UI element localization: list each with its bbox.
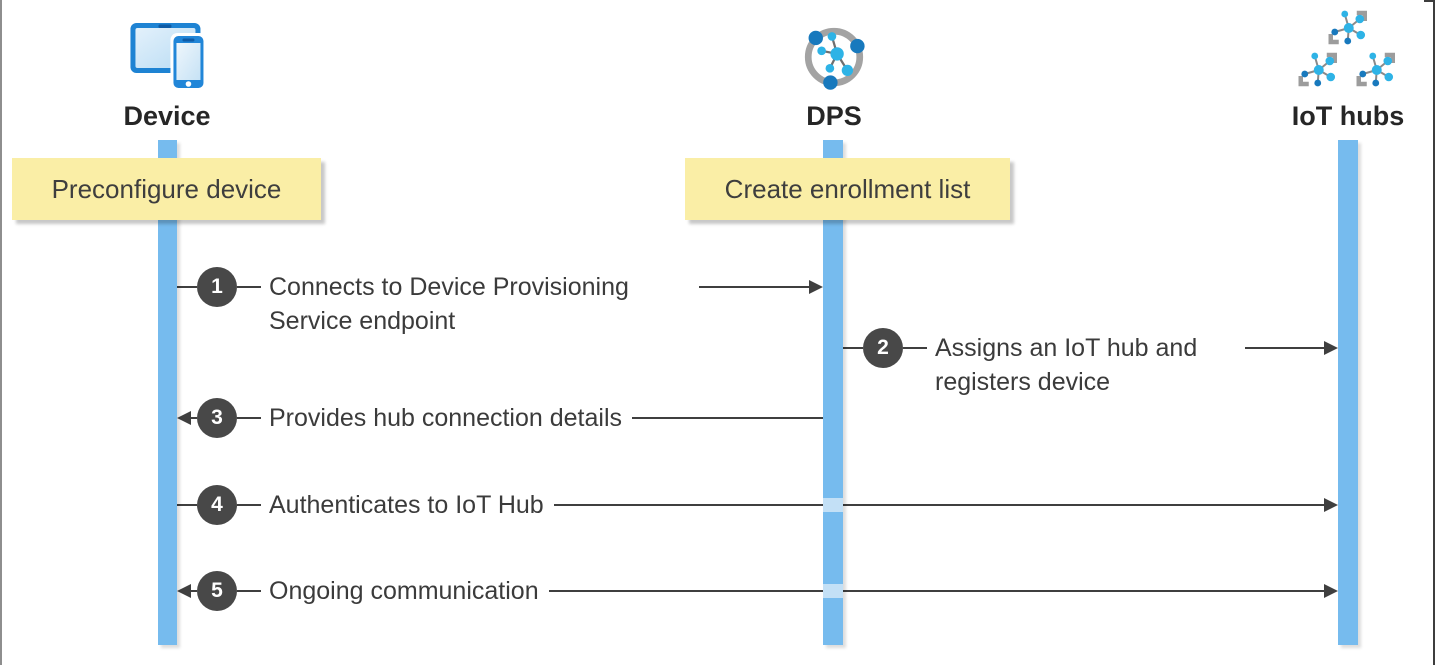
arrow-line	[553, 504, 1324, 506]
arrow-line	[177, 504, 197, 506]
frame-border-left	[0, 0, 2, 665]
note-create-enrollment-list: Create enrollment list	[685, 158, 1010, 220]
arrow-line	[548, 590, 1324, 592]
step-label: Provides hub connection details	[269, 404, 623, 432]
arrowhead-right-icon	[1324, 498, 1338, 512]
device-icon	[128, 15, 206, 96]
note-text: Create enrollment list	[724, 173, 971, 204]
arrow-line	[177, 286, 197, 288]
step-row-5: 5 Ongoing communication	[177, 571, 1338, 611]
lifeline-dps	[823, 140, 843, 645]
step-label: Assigns an IoT hub and registers device	[935, 334, 1198, 396]
step-badge: 3	[197, 398, 237, 438]
line-crossing	[823, 584, 843, 598]
step-row-1: 1 Connects to Device Provisioning Servic…	[177, 267, 823, 338]
step-badge: 4	[197, 485, 237, 525]
step-badge: 1	[197, 267, 237, 307]
step-row-4: 4 Authenticates to IoT Hub	[177, 485, 1338, 525]
arrow-line	[903, 347, 927, 349]
actor-header-iot-hubs: IoT hubs	[1292, 10, 1404, 132]
arrow-line	[843, 347, 863, 349]
step-badge: 5	[197, 571, 237, 611]
step-row-3: 3 Provides hub connection details	[177, 398, 823, 438]
actor-label-iot-hubs: IoT hubs	[1291, 101, 1405, 131]
actor-label-device: Device	[123, 101, 211, 131]
note-text: Preconfigure device	[51, 173, 282, 204]
step-label: Ongoing communication	[269, 577, 539, 605]
arrowhead-left-icon	[177, 411, 191, 425]
iot-hubs-icon	[1296, 9, 1400, 96]
lifeline-iot-hubs	[1338, 140, 1358, 645]
actor-header-device: Device	[123, 10, 211, 132]
arrowhead-right-icon	[1324, 584, 1338, 598]
dps-icon	[800, 23, 868, 96]
frame-border-top-right	[1424, 0, 1435, 2]
arrow-line	[632, 417, 823, 419]
arrow-line	[237, 417, 261, 419]
arrow-line	[191, 590, 197, 592]
arrowhead-right-icon	[1324, 341, 1338, 355]
step-badge: 2	[863, 328, 903, 368]
arrow-line	[191, 417, 197, 419]
actor-header-dps: DPS	[800, 10, 868, 132]
actor-label-dps: DPS	[806, 101, 862, 131]
arrow-line	[237, 286, 261, 288]
arrowhead-right-icon	[809, 280, 823, 294]
lifeline-device	[158, 140, 177, 645]
step-label: Authenticates to IoT Hub	[269, 491, 544, 519]
arrowhead-left-icon	[177, 584, 191, 598]
note-preconfigure-device: Preconfigure device	[12, 158, 321, 220]
step-row-2: 2 Assigns an IoT hub and registers devic…	[843, 328, 1338, 399]
arrow-line	[1245, 347, 1324, 349]
arrow-line	[237, 504, 261, 506]
arrow-line	[699, 286, 809, 288]
step-label: Connects to Device Provisioning Service …	[269, 273, 629, 335]
frame-border-right	[1433, 0, 1435, 665]
line-crossing	[823, 498, 843, 512]
arrow-line	[237, 590, 261, 592]
